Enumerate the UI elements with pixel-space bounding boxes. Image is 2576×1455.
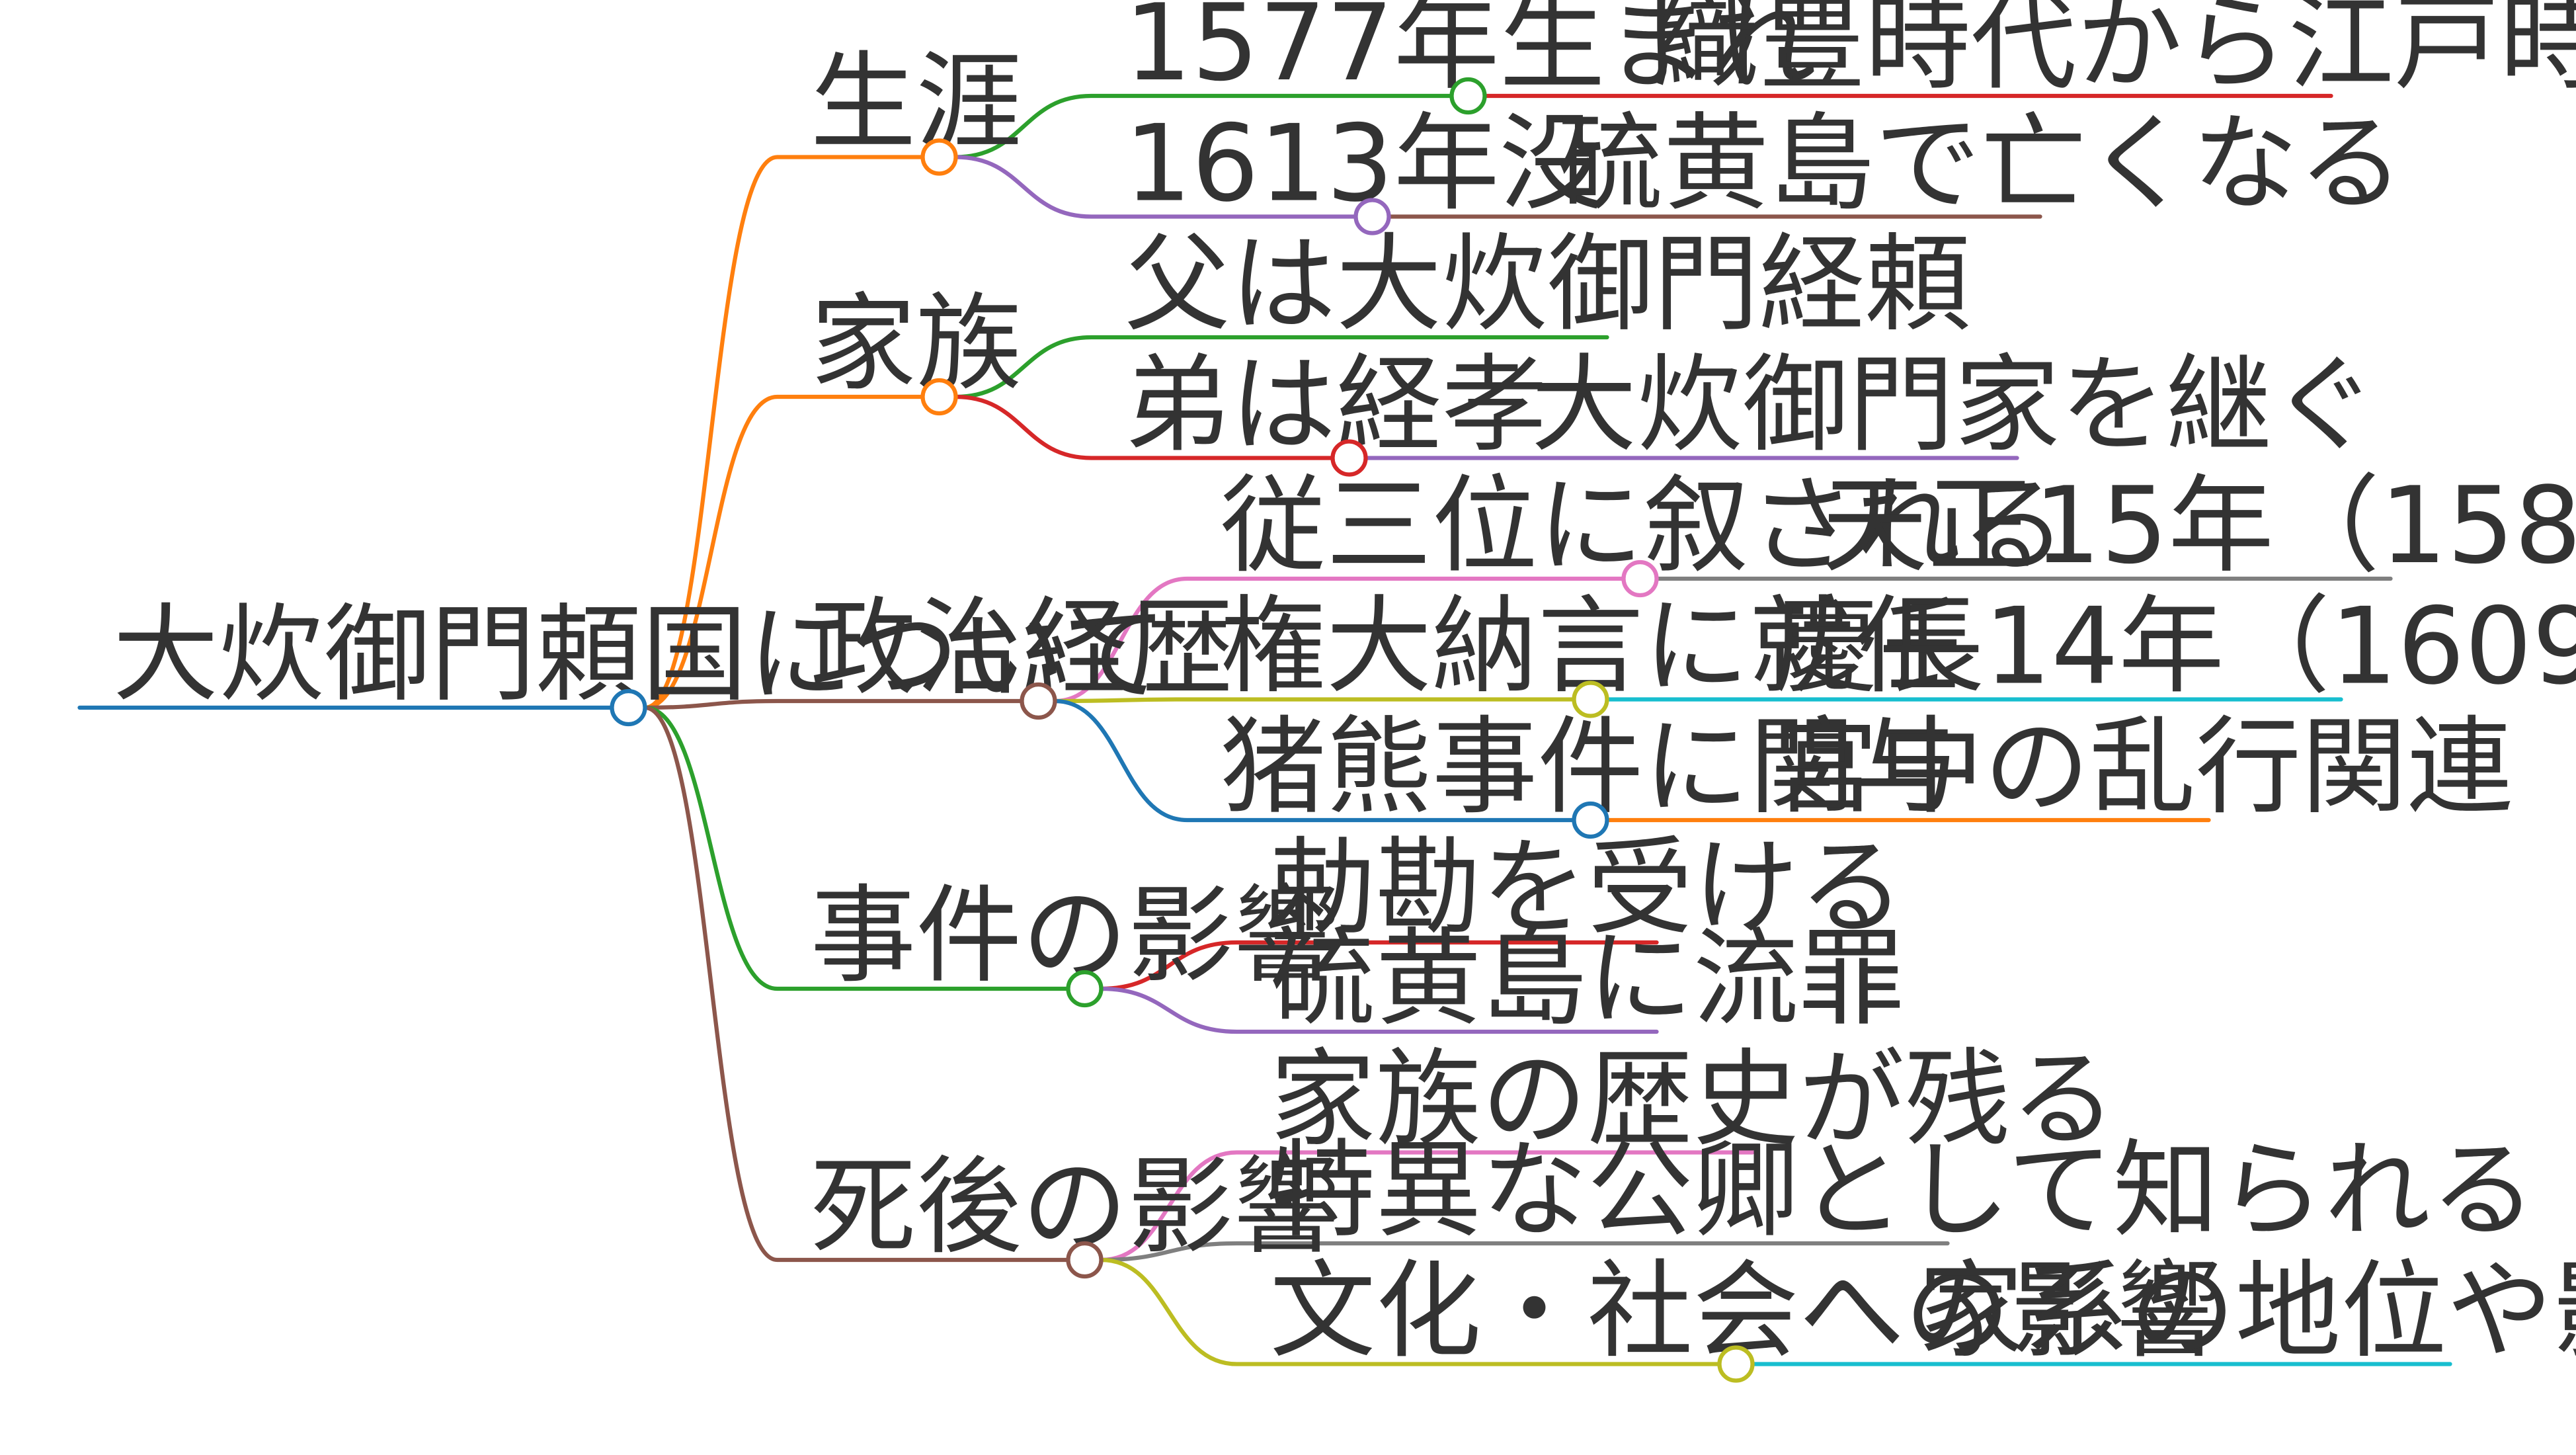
branch-node — [1020, 682, 1057, 720]
leaf-label: 慶長14年（1609年） — [1773, 585, 2576, 708]
child-node — [1353, 198, 1391, 235]
leaf-label: 織豊時代から江戸時代前期 — [1654, 0, 2576, 104]
leaf-label: 大炊御門家を継ぐ — [1531, 343, 2378, 467]
child-label: 勅勘を受ける — [1270, 826, 1905, 950]
leaf-label: 硫黄島で亡くなる — [1558, 102, 2404, 226]
child-edge — [1053, 697, 1576, 704]
child-label: 父は大炊御門経頼 — [1125, 222, 1971, 346]
nodes-layer — [610, 77, 1755, 1383]
child-edge — [1099, 1257, 1722, 1366]
child-label: 硫黄島に流罪 — [1270, 917, 1905, 1040]
labels-layer: 大炊御門頼国について 生涯 家族 政治経歴 事件の影響 死後の影響 1577年生… — [113, 0, 2576, 1373]
branch-edge — [643, 155, 925, 710]
branch-edge — [643, 705, 1070, 991]
child-node — [1572, 681, 1609, 718]
branch-label: 家族 — [811, 282, 1022, 405]
child-edge — [1099, 986, 1659, 1034]
child-edge — [953, 335, 1609, 399]
branch-label: 政治経歴 — [811, 586, 1234, 710]
branch-node — [1066, 970, 1104, 1008]
child-edge — [953, 155, 1358, 219]
child-edge — [1053, 576, 1626, 704]
branch-node — [1066, 1241, 1104, 1279]
child-node — [1717, 1345, 1755, 1383]
branch-edge — [643, 394, 925, 710]
branch-edge — [643, 705, 1070, 1263]
child-node — [1330, 439, 1368, 477]
branch-label: 生涯 — [811, 40, 1022, 164]
leaf-label: 宮中の乱行関連 — [1773, 705, 2513, 829]
child-edge — [1053, 698, 1576, 823]
branch-node — [920, 138, 958, 176]
branch-edge — [643, 698, 1024, 710]
child-edge — [1099, 940, 1659, 991]
child-edge — [1099, 1241, 1950, 1263]
branch-node — [920, 378, 958, 416]
leaf-label: 天正15年（1588年） — [1822, 464, 2576, 587]
root-node — [610, 688, 647, 727]
child-node — [1621, 560, 1659, 598]
child-node — [1572, 801, 1609, 839]
edges-layer — [77, 93, 2452, 1366]
child-edge — [953, 394, 1335, 460]
child-label: 特異な公卿として知られる — [1270, 1128, 2536, 1252]
child-label: 家族の歴史が残る — [1270, 1038, 2116, 1161]
leaf-label: 家系の地位や影響力 — [1918, 1249, 2576, 1373]
child-edge — [953, 93, 1454, 159]
child-node — [1449, 77, 1487, 115]
child-edge — [1099, 1150, 1755, 1263]
